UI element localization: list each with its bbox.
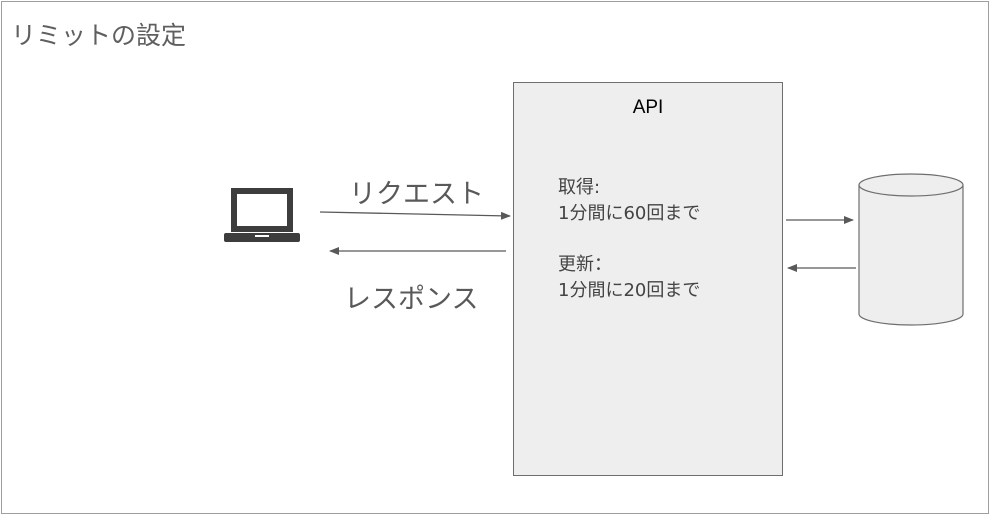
- request-arrow: [319, 211, 511, 220]
- request-label: リクエスト: [349, 179, 484, 210]
- update-rule-heading: 更新：: [558, 254, 612, 275]
- laptop-icon: [224, 188, 300, 242]
- get-rule-heading: 取得:: [558, 177, 601, 198]
- api-label: API: [632, 97, 664, 118]
- api-box: API 取得: 1分間に60回まで 更新： 1分間に20回まで: [513, 82, 783, 476]
- response-label: レスポンス: [344, 284, 479, 315]
- database-cylinder-icon: [858, 173, 964, 326]
- update-rule-detail: 1分間に20回まで: [558, 280, 701, 301]
- get-rule-detail: 1分間に60回まで: [558, 203, 701, 224]
- update-rule: 更新： 1分間に20回まで: [558, 252, 700, 304]
- diagram-title: リミットの設定: [11, 21, 187, 50]
- get-rule: 取得: 1分間に60回まで: [558, 175, 700, 227]
